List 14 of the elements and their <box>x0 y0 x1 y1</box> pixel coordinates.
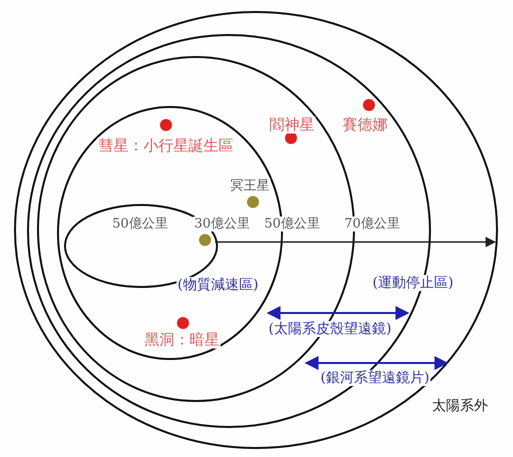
distance-label: 50億公里 <box>263 216 321 232</box>
planet-label: 賽德娜 <box>342 116 388 134</box>
span-label: (銀河系望遠鏡片) <box>320 370 430 386</box>
span-label: (太陽系皮殼望遠鏡) <box>268 321 392 337</box>
zone-label: (運動停止區) <box>372 275 454 291</box>
distance-label: 70億公里 <box>343 216 401 232</box>
region-label: 黑洞：暗星 <box>144 332 220 348</box>
planet-label: 冥王星 <box>230 178 270 194</box>
region-label: 彗星：小行星誕生區 <box>98 138 234 154</box>
zone-label: (物質減速區) <box>176 277 260 293</box>
distance-label: 30億公里 <box>193 216 251 232</box>
region-label: 太陽系外 <box>431 398 489 414</box>
distance-label: 50億公里 <box>111 216 169 232</box>
planet-label: 閻神星 <box>268 116 316 134</box>
